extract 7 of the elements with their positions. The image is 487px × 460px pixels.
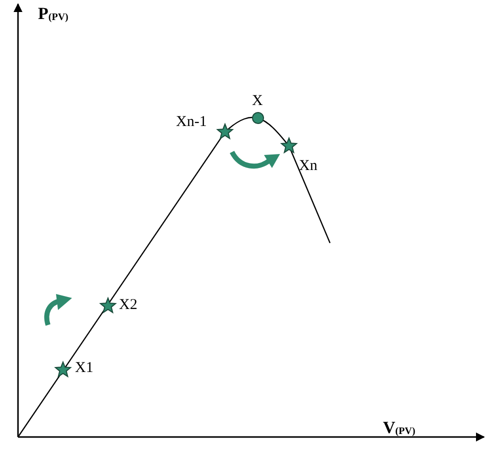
axis-label: V$_{(PV)}$ <box>383 419 416 437</box>
point-label: X1 <box>75 361 94 376</box>
point-label: X2 <box>119 298 138 313</box>
point-label: Xn <box>299 159 318 174</box>
point-label: Xn-1 <box>176 115 207 130</box>
point-label: X <box>252 94 263 109</box>
axis-label: P$_{(PV)}$ <box>38 5 68 23</box>
